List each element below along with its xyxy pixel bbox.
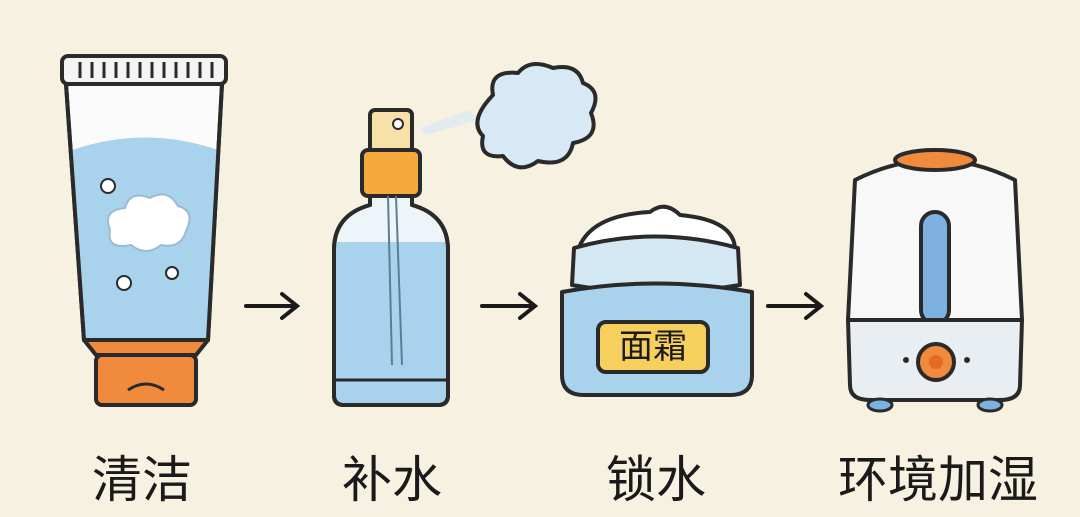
- arrow-right-icon: [480, 292, 539, 320]
- arrow-right-icon: [766, 292, 825, 320]
- jar-label-text: 面霜: [619, 327, 687, 367]
- cream-jar-icon: [560, 204, 754, 397]
- step-label-hydrate: 补水: [342, 451, 442, 509]
- step-label-cleanse: 清洁: [92, 451, 192, 509]
- cleanser-tube-icon: [60, 54, 228, 407]
- spray-bottle-icon: [332, 62, 598, 407]
- step-label-humidify: 环境加湿: [838, 451, 1038, 509]
- humidifier-icon: [846, 148, 1024, 413]
- arrow-right-icon: [244, 292, 301, 320]
- step-label-lock-moisture: 锁水: [606, 451, 706, 509]
